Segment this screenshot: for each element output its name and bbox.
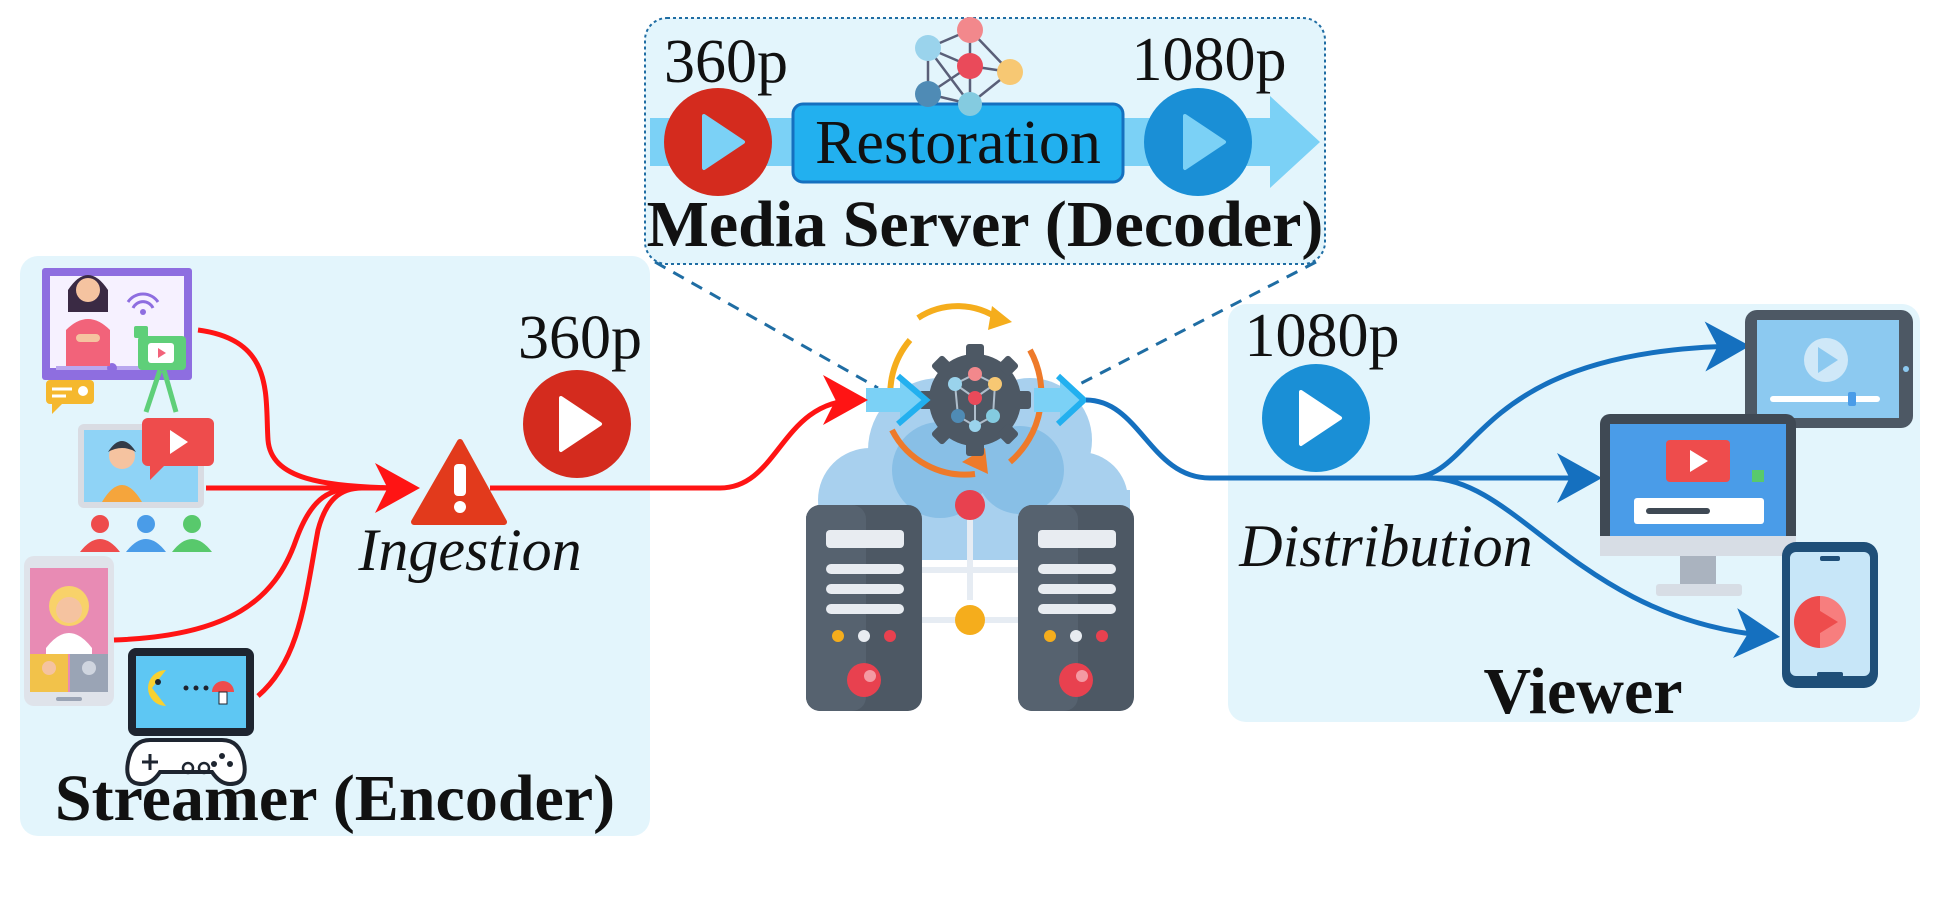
distribution-resolution-label: 1080p — [1245, 302, 1400, 370]
server-input-play-icon — [664, 88, 772, 196]
viewer-title: Viewer — [1483, 655, 1682, 728]
warning-triangle-icon — [411, 439, 507, 525]
cloud-server-ai-icon — [806, 303, 1134, 711]
restoration-label: Restoration — [815, 109, 1101, 177]
ingestion-label: Ingestion — [357, 517, 581, 583]
desktop-monitor-icon — [1600, 414, 1796, 596]
zoom-connectors — [654, 260, 1317, 390]
distribution-label: Distribution — [1238, 513, 1532, 579]
distribution-play-icon — [1262, 364, 1370, 472]
viewer-panel: 1080p Distribution Viewer — [1085, 302, 1920, 728]
streamer-title: Streamer (Encoder) — [55, 762, 615, 835]
ingest-arrows — [113, 327, 420, 698]
ingest-play-icon — [523, 370, 631, 478]
neural-network-icon — [915, 17, 1023, 116]
server-output-play-icon — [1144, 88, 1252, 196]
media-server-title: Media Server (Decoder) — [647, 188, 1324, 261]
smartphone-icon — [1782, 542, 1878, 688]
media-server-panel: Restoration — [644, 17, 1326, 265]
tablet-icon — [1745, 310, 1913, 428]
streamer-panel: 360p Ingestion Streamer (Encoder) — [20, 256, 650, 836]
mobile-livestream-icon — [24, 556, 114, 706]
server-output-resolution-label: 1080p — [1132, 26, 1287, 94]
gamepad-icon — [125, 648, 254, 787]
ingest-resolution-label: 360p — [518, 304, 642, 372]
video-chat-icon — [78, 418, 214, 552]
ingest-to-server-arrow — [490, 375, 868, 491]
server-input-resolution-label: 360p — [664, 28, 788, 96]
teacher-presentation-icon — [42, 268, 192, 414]
